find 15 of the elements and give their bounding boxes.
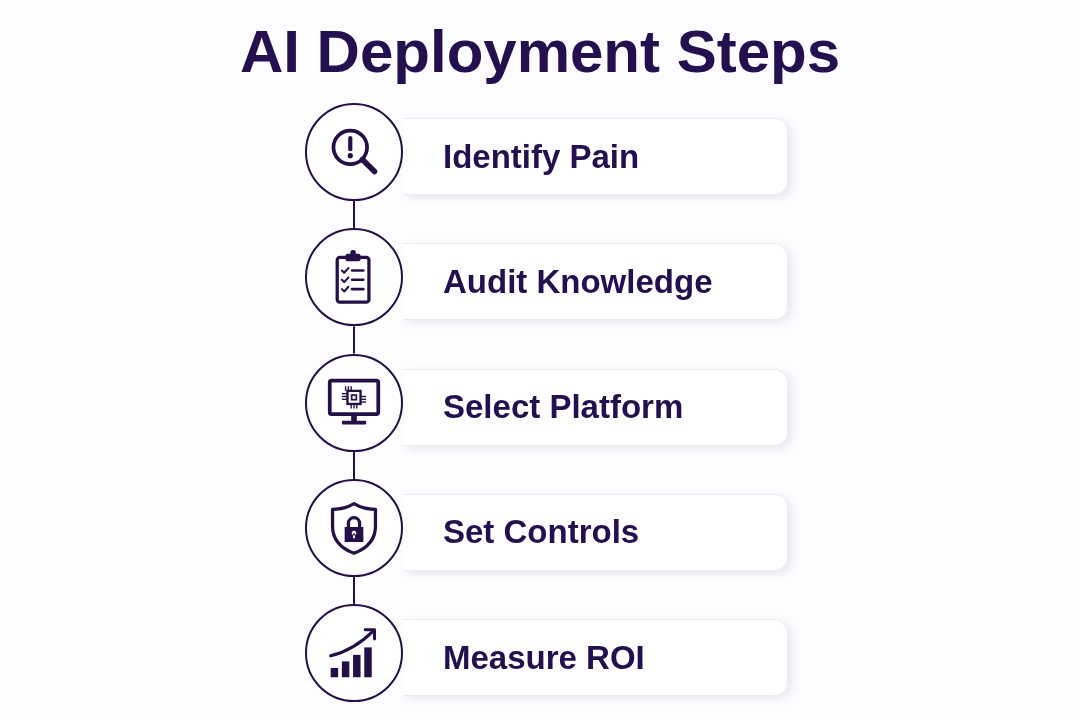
step-card — [403, 118, 788, 195]
step-card — [403, 243, 788, 321]
connector-line — [353, 575, 355, 606]
step-label: Measure ROI — [443, 637, 645, 678]
step-card — [403, 368, 788, 446]
step-card — [403, 619, 788, 697]
step-label: Audit Knowledge — [443, 261, 713, 302]
title: AI Deployment Steps — [239, 17, 841, 87]
connector-line — [353, 325, 355, 355]
connector-line — [353, 200, 355, 230]
step-card — [403, 493, 788, 571]
step-label: Identify Pain — [443, 136, 640, 177]
connector-line — [353, 450, 355, 480]
step-label: Select Platform — [443, 387, 684, 428]
step-label: Set Controls — [443, 512, 640, 553]
